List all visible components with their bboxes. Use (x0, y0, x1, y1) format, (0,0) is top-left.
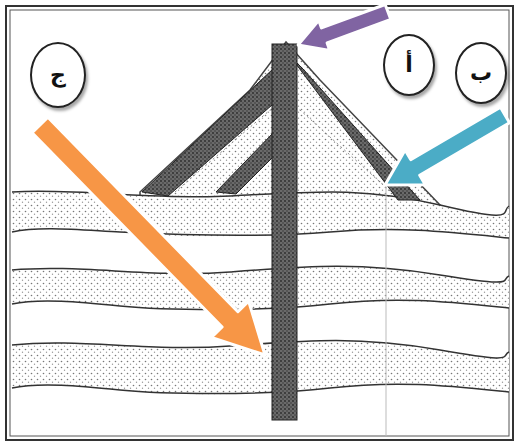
frame (6, 6, 513, 440)
stratum-lines (12, 191, 509, 393)
callout-letter: أ (405, 54, 413, 76)
pointer-arrow (385, 107, 510, 185)
frame-inner (10, 10, 509, 436)
side-dyke (216, 132, 280, 194)
pointer-arrow (298, 5, 391, 51)
main-conduit (272, 44, 297, 420)
callout-letter: ج (50, 64, 66, 86)
pointer-arrow (32, 117, 265, 355)
scan-fold (386, 180, 387, 436)
stratum-band (12, 266, 509, 309)
callout-circle: ب (455, 42, 507, 104)
callout-circle: ج (30, 42, 86, 108)
callout-letter: ب (470, 62, 492, 84)
callout-circle: أ (383, 34, 435, 96)
stratum-band (12, 191, 509, 238)
